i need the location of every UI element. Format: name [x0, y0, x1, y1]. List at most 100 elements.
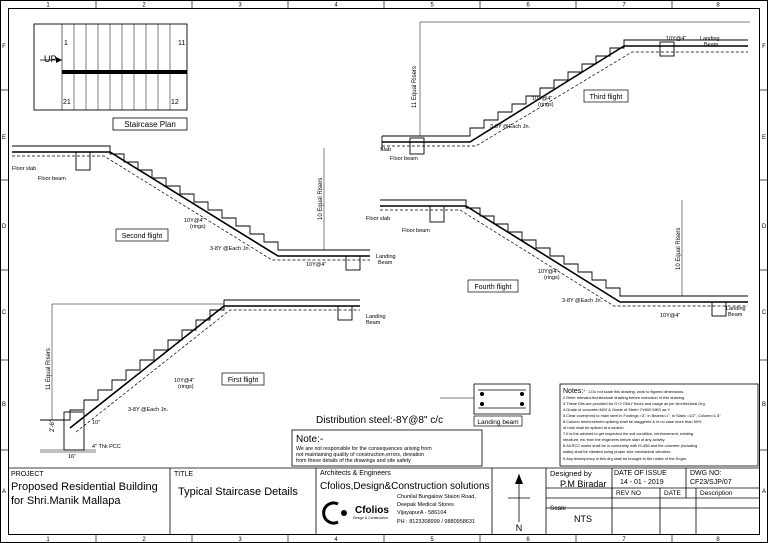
col-label: 2 — [142, 537, 146, 543]
col-label: 3 — [238, 537, 242, 543]
risers-label: 10 Equal Risers — [676, 228, 682, 270]
floor-beam-label: Floor beam — [402, 228, 430, 234]
staircase-plan — [33, 23, 188, 111]
flight-title-box — [583, 89, 629, 103]
landing-label: Landing — [366, 314, 386, 320]
col-label: 4 — [334, 3, 338, 9]
bar-label: 3-8Y @Each Jn. — [490, 124, 531, 130]
notes-heading: Notes:- — [563, 388, 586, 395]
fourth-flight-section — [380, 199, 748, 317]
notes-line: 4.Grade of concrete=M20 & Grade of Steel… — [563, 407, 670, 412]
floor-beam-label: Floor beam — [38, 176, 66, 182]
step-number: 1 — [64, 40, 68, 47]
col-label: 6 — [526, 537, 530, 543]
title-block-grid — [8, 467, 760, 535]
rings-label: (rings) — [544, 275, 560, 281]
notes-line: 1.Do not scale this drawing. work to fig… — [588, 389, 684, 394]
inner-border — [8, 8, 760, 535]
beam-label: Beam — [704, 42, 719, 48]
step-number: 12 — [171, 99, 179, 106]
project-label: PROJECT — [11, 471, 44, 478]
second-flight-title: Second flight — [122, 233, 163, 240]
notes-line: 9.Any descripency in this drg shall be b… — [563, 456, 687, 461]
note-line: not maintaining quality of construction,… — [296, 452, 424, 458]
floor-slab-label: Floor slab — [366, 216, 390, 222]
designer-name: P.M Biradar — [560, 479, 607, 489]
row-label: E — [762, 135, 766, 141]
col-label: 8 — [716, 537, 720, 543]
flight-title-box — [115, 228, 169, 242]
row-label: F — [762, 44, 766, 50]
third-flight-section — [381, 21, 750, 155]
notes-lines: 1.Do not scale this drawing. work to fig… — [563, 389, 721, 461]
issue-date: 14 - 01 - 2019 — [620, 479, 664, 486]
note-line: from these details of the drawings and s… — [296, 458, 411, 464]
slab-label: Slab — [380, 147, 391, 153]
scale-label: Scale — [550, 505, 567, 512]
north-arrow-icon — [508, 474, 530, 522]
col-label: 5 — [430, 537, 434, 543]
landing-beam-title-box — [473, 415, 523, 427]
project-line: Proposed Residential Building — [11, 481, 158, 493]
dim-label: 16" — [68, 454, 76, 460]
designed-label: Designed by — [550, 469, 592, 478]
notes-line: 8.All RCC works shall be in conformity w… — [563, 443, 697, 448]
rev-label: REV NO — [616, 490, 641, 497]
bar-label: 3-8Y @Each Jn. — [210, 246, 251, 252]
plan-labels: UP 1 11 21 12 — [44, 40, 185, 106]
distribution-steel: Distribution steel:-8Y@8" c/c — [316, 415, 443, 426]
row-label: F — [2, 44, 6, 50]
col-label: 5 — [430, 3, 434, 9]
row-label: A — [762, 489, 766, 495]
beam-label: Beam — [378, 260, 393, 266]
bar-label: 3-8Y @Each Jn. — [562, 298, 603, 304]
third-flight-title: Third flight — [590, 94, 623, 101]
landing-label: Landing — [726, 306, 746, 312]
landing-beam-title: Landing beam — [477, 419, 518, 426]
col-label: 2 — [142, 3, 146, 9]
notes-line: structure, etc from the engineers before… — [563, 437, 665, 442]
project-line: for Shri.Manik Mallapa — [11, 495, 121, 507]
second-flight-section — [12, 145, 370, 271]
row-label: B — [762, 402, 766, 408]
address-line: VijayapurA - 586104 — [397, 510, 447, 516]
dim-label: 10" — [92, 420, 100, 426]
bar-label: 10Y@4" — [666, 36, 686, 42]
row-label: E — [2, 135, 6, 141]
floor-slab-label: Floor slab — [12, 166, 36, 172]
rings-label: (rings) — [178, 384, 194, 390]
risers-label: 11 Equal Risers — [412, 66, 418, 108]
note-box — [291, 429, 483, 467]
scale-value: NTS — [574, 514, 592, 524]
up-arrow-label: UP — [44, 54, 57, 64]
notes-line: 3.These Dtls are provided for G+2 ONLY f… — [563, 401, 706, 406]
plan-title-box — [112, 117, 188, 131]
landing-label: Landing — [700, 36, 720, 42]
col-label: 4 — [334, 537, 338, 543]
notes-line: 6.Column reinforcement splicing shall be… — [563, 419, 702, 424]
phone-line: PH : 8123308999 / 9880958631 — [397, 519, 475, 525]
beam-label: Beam — [728, 312, 743, 318]
cfolios-logo — [322, 501, 347, 525]
fourth-flight-title: Fourth flight — [475, 284, 512, 291]
firm-name: Cfolios,Design&Construction solutions — [320, 481, 490, 492]
north-label: N — [516, 523, 523, 533]
section-labels: Slab Floor beam 10Y@4" (rings) 3-8Y @Eac… — [12, 36, 746, 460]
drawing-title: Typical Staircase Details — [178, 486, 298, 498]
bar-label: 10Y@4" — [306, 262, 326, 268]
bar-label: 10Y@4" — [184, 218, 204, 224]
col-label: 1 — [46, 3, 50, 9]
dwg-label: DWG NO: — [690, 470, 722, 477]
notes-line: 2.Refer relevant Architectural drawing b… — [563, 395, 685, 400]
floor-beam-label: Floor beam — [390, 156, 418, 162]
notes-line: of rods shall be spliced at a section. — [563, 425, 625, 430]
notes-line: 7.It is the advised to get inspected the… — [563, 431, 693, 436]
row-label: A — [2, 489, 6, 495]
bar-label: 10Y@4" — [538, 269, 558, 275]
rings-label: (rings) — [538, 102, 554, 108]
logo-text: Cfolios — [355, 505, 389, 516]
dwg-number: CF23/SJP/07 — [690, 479, 732, 486]
